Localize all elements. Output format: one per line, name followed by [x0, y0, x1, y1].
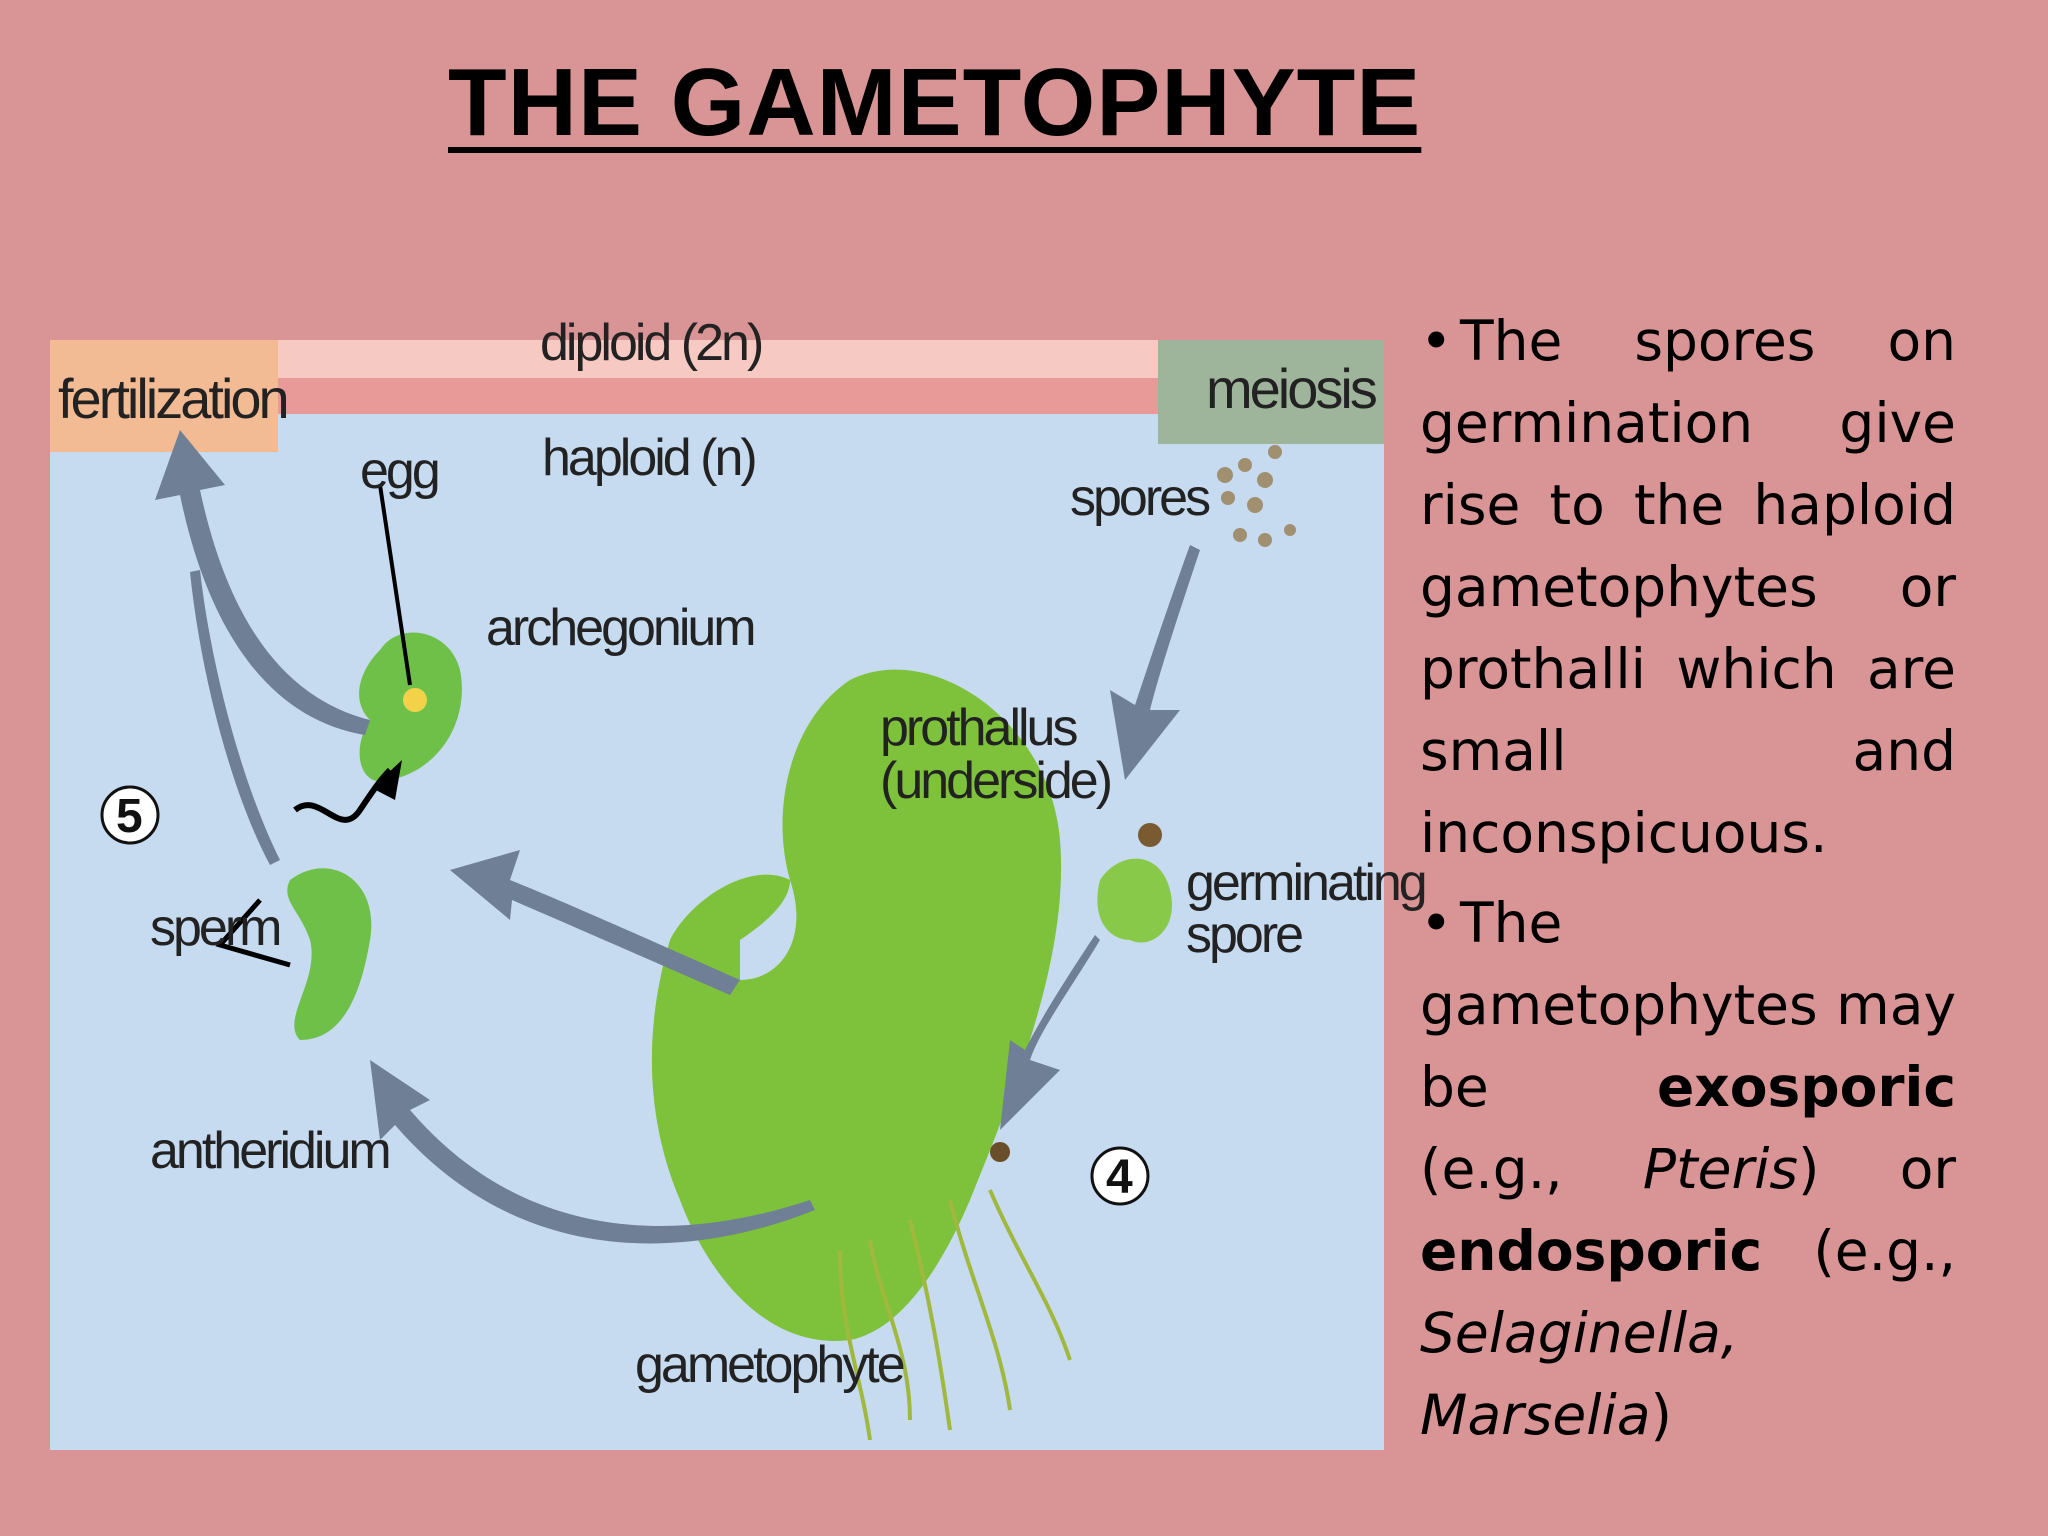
arrow-archegonium-to-fertilization	[155, 430, 370, 735]
archegonium-label: archegonium	[486, 599, 754, 657]
arrow-gametophyte-to-antheridium	[370, 1060, 815, 1244]
rhizoids	[838, 1189, 1072, 1441]
exosporic-term: exosporic	[1656, 1055, 1956, 1119]
sperm-label: sperm	[150, 899, 279, 957]
germinating-spore-shape	[1097, 858, 1172, 943]
selaginella-marselia-example: Selaginella, Marselia	[1420, 1301, 1739, 1447]
spores-cluster	[1217, 445, 1296, 547]
bullet-marker: •	[1420, 891, 1453, 955]
endosporic-term: endosporic	[1420, 1219, 1763, 1283]
fertilization-box	[50, 340, 278, 452]
diagram-svg: diploid (2n) fertilization meiosis	[50, 314, 1428, 1441]
step-5-circle	[100, 785, 160, 845]
step-4-circle	[1090, 1146, 1150, 1206]
arrow-sperm-to-fertilization	[190, 570, 280, 865]
sperm-arrowhead	[372, 760, 402, 800]
prothallus-shape	[651, 669, 1062, 1341]
antheridium-label: antheridium	[150, 1122, 389, 1180]
egg-pointer	[378, 484, 412, 686]
fern-life-cycle-diagram: diploid (2n) fertilization meiosis	[50, 314, 1428, 1450]
germinating-label: germinating	[1186, 854, 1425, 912]
page-title: THE GAMETOPHYTE	[448, 49, 1422, 156]
bullet-marker: •	[1420, 309, 1453, 373]
step-4-label: 4	[1106, 1151, 1133, 1204]
pteris-example: Pteris	[1642, 1137, 1799, 1201]
spore-coat	[1138, 823, 1162, 847]
paragraph-2-text-c: ) or	[1798, 1137, 1956, 1201]
haploid-label: haploid (n)	[542, 429, 755, 487]
spore-base	[990, 1142, 1010, 1162]
diploid-label: diploid (2n)	[540, 314, 762, 372]
meiosis-box	[1158, 340, 1384, 444]
step-5-label: 5	[116, 790, 143, 843]
paragraph-1-text: The spores on germination give rise to t…	[1420, 309, 1956, 865]
bullet-paragraph-1: •The spores on germination give rise to …	[1420, 300, 1956, 874]
bullet-paragraph-2: •The gametophytes may be exosporic (e.g.…	[1420, 882, 1956, 1456]
prothallus-label: prothallus	[880, 699, 1077, 757]
antheridium-shape	[287, 868, 372, 1040]
paragraph-2-text-a: The gametophytes may be	[1420, 891, 1956, 1119]
gametophyte-label: gametophyte	[635, 1336, 904, 1394]
arrow-germinating-to-prothallus	[1000, 935, 1100, 1130]
paragraph-2-text-b: (e.g.,	[1420, 1137, 1643, 1201]
prothallus-underside-label: (underside)	[880, 752, 1111, 810]
sperm-pointer	[215, 898, 291, 968]
cycle-arrows	[155, 430, 1200, 1244]
spore-label: spore	[1186, 906, 1302, 964]
arrow-prothallus-to-archegonium	[450, 850, 740, 995]
paragraph-2-text-e: )	[1650, 1383, 1672, 1447]
prothallus-notch	[740, 880, 797, 980]
paragraph-2-text-d: (e.g.,	[1762, 1219, 1956, 1283]
arrow-spores-to-germinating	[1110, 545, 1200, 780]
egg-label: egg	[360, 442, 438, 500]
meiosis-label: meiosis	[1206, 357, 1376, 420]
fertilization-label: fertilization	[58, 367, 287, 430]
spores-label: spores	[1070, 469, 1210, 527]
bullet-text-column: •The spores on germination give rise to …	[1420, 300, 1956, 1464]
egg-cell	[403, 688, 427, 712]
